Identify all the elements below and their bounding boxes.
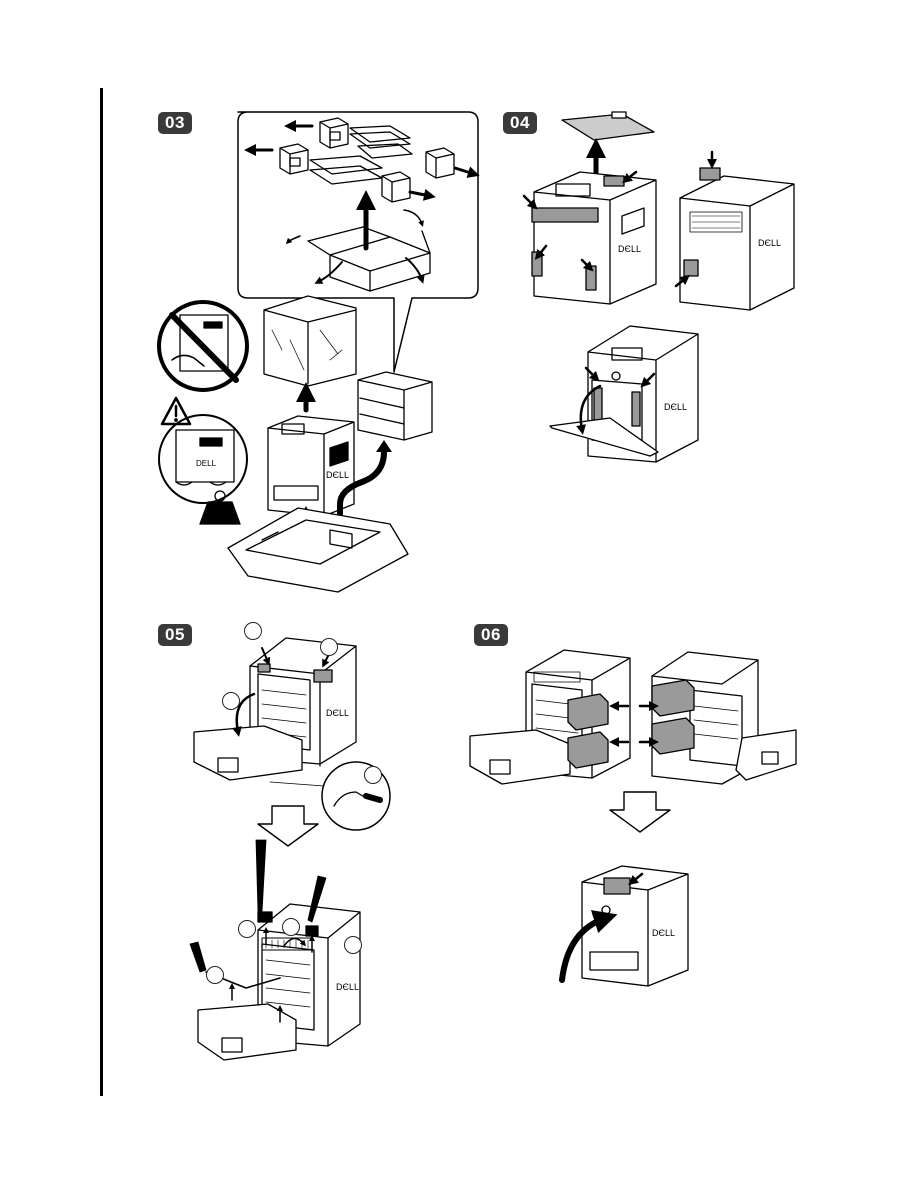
brand-mark: DЄLL <box>758 238 781 248</box>
down-arrow-icon <box>258 806 318 846</box>
callout-circle <box>244 622 262 640</box>
accessory-box <box>358 372 432 440</box>
callout-circle <box>364 766 382 784</box>
shipping-bracket <box>652 680 694 716</box>
printer-front-taped: DЄLL <box>532 172 656 304</box>
printer-back-taped: DЄLL <box>680 168 794 310</box>
brand-mark: DЄLL <box>652 928 675 938</box>
callout-circle <box>206 966 224 984</box>
pointer-arrow-icon <box>524 196 534 206</box>
brand-mark: DЄLL <box>326 708 349 718</box>
warning-icon <box>162 398 190 424</box>
shipping-bracket <box>568 732 608 768</box>
callout-circle <box>222 692 240 710</box>
brand-mark: DЄLL <box>664 402 687 412</box>
shipping-bracket <box>652 718 694 754</box>
brand-mark: DЄLL <box>336 982 359 992</box>
callout-circle <box>320 638 338 656</box>
down-arrow-icon <box>610 792 670 832</box>
protective-bag <box>264 296 356 386</box>
front-cover <box>194 726 302 780</box>
step-04-illustration: DЄLL DЄLL DЄLL <box>524 112 794 462</box>
brand-mark: DЄLL <box>326 470 349 480</box>
protective-strip <box>256 840 266 912</box>
callout-circle <box>344 936 362 954</box>
step-06-illustration: DЄLL <box>470 650 796 986</box>
brand-mark: DЄLL <box>618 244 641 254</box>
no-lift-by-panel-icon <box>159 302 247 390</box>
step-03-illustration: DELL DЄLL <box>159 112 478 592</box>
protective-strip <box>190 942 206 972</box>
svg-text:DELL: DELL <box>196 459 217 468</box>
lift-correctly-icon: DELL <box>159 415 247 503</box>
shipping-bracket <box>568 694 608 730</box>
push-arrow-icon <box>366 796 380 800</box>
callout-circle <box>282 918 300 936</box>
printer-front-open: DЄLL <box>550 326 698 462</box>
top-sheet <box>562 114 654 140</box>
step-05-illustration: DЄLL DЄLL <box>190 638 390 1060</box>
packing-base <box>228 508 408 592</box>
weight-icon <box>200 491 240 524</box>
callout-circle <box>238 920 256 938</box>
